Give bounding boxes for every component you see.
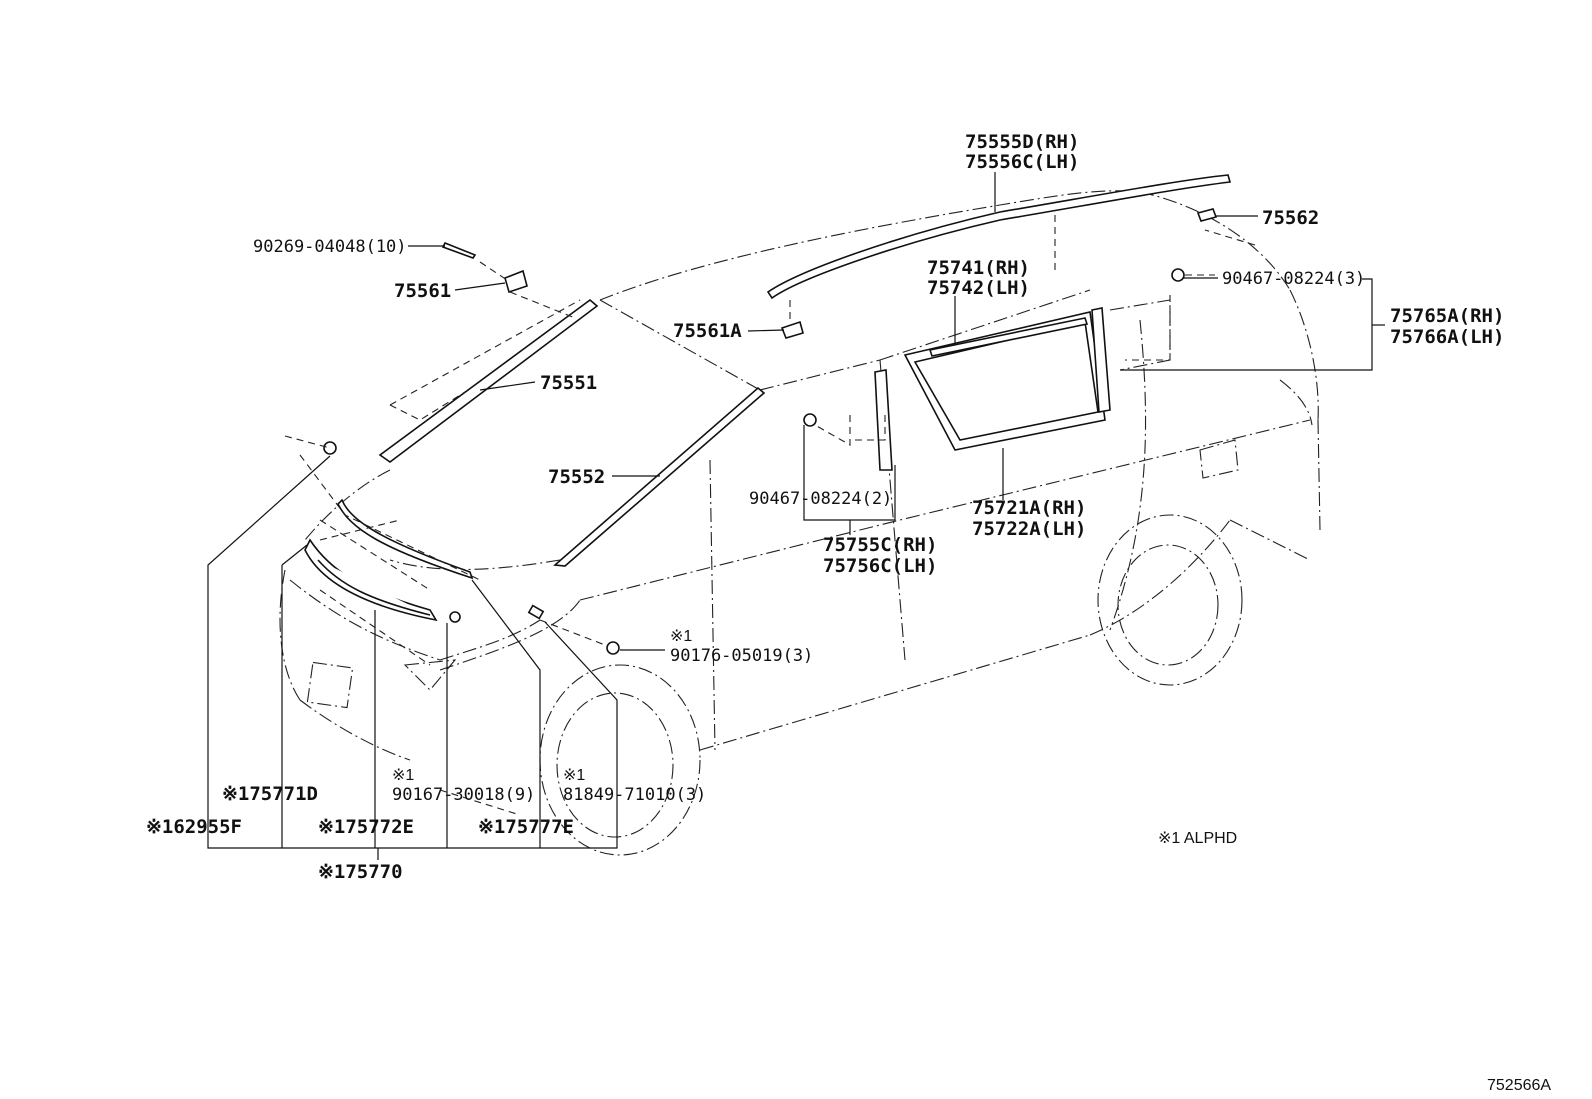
footnote-alphd: ※1 ALPHD — [1158, 830, 1237, 847]
label-90176-note: ※1 — [670, 628, 692, 645]
label-81849: 81849-71010(3) — [563, 785, 706, 805]
label-75741: 75741(RH) — [927, 257, 1030, 279]
label-75772e: ※175772E — [318, 816, 414, 838]
label-75721a: 75721A(RH) — [972, 497, 1086, 519]
label-90167-note: ※1 — [392, 767, 414, 784]
label-75561: 75561 — [394, 280, 451, 302]
label-75770: ※175770 — [318, 861, 403, 883]
b-pillar-garnish — [874, 369, 893, 471]
label-75766a: 75766A(LH) — [1390, 326, 1504, 348]
label-75555d: 75555D(RH) — [965, 131, 1079, 153]
label-75756c: 75756C(LH) — [823, 555, 937, 577]
label-90467-rear: 90467-08224(3) — [1222, 269, 1365, 289]
vehicle-body-outline — [279, 190, 1321, 761]
label-75755c: 75755C(RH) — [823, 534, 937, 556]
label-75552: 75552 — [548, 466, 605, 488]
guide-lines — [284, 215, 1256, 816]
rear-wheel — [1097, 514, 1243, 686]
label-90269: 90269-04048(10) — [253, 237, 407, 257]
label-81849-note: ※1 — [563, 767, 585, 784]
diagram-id: 752566A — [1487, 1077, 1551, 1094]
label-90467-mid: 90467-08224(2) — [749, 489, 892, 509]
label-90167: 90167-30018(9) — [392, 785, 535, 805]
windshield-moulding-upper — [378, 298, 599, 463]
label-75562: 75562 — [1262, 207, 1319, 229]
label-62955f: ※162955F — [146, 816, 242, 838]
label-75742: 75742(LH) — [927, 277, 1030, 299]
label-75722a: 75722A(LH) — [972, 518, 1086, 540]
label-75556c: 75556C(LH) — [965, 151, 1079, 173]
label-75765a: 75765A(RH) — [1390, 305, 1504, 327]
rear-glass-moulding — [928, 317, 1089, 357]
c-pillar-garnish — [1091, 307, 1111, 413]
part-labels: 75555D(RH) 75556C(LH) 75562 90467-08224(… — [146, 131, 1551, 1094]
leader-lines — [207, 172, 1385, 860]
windshield-moulding-side — [553, 386, 766, 567]
front-grille — [304, 538, 438, 622]
label-75561a: 75561A — [673, 320, 742, 342]
label-75551: 75551 — [540, 372, 597, 394]
roof-drip-moulding — [766, 174, 1232, 300]
label-75771d: ※175771D — [222, 783, 318, 805]
clip-fasteners — [323, 208, 1218, 655]
label-90176: 90176-05019(3) — [670, 646, 813, 666]
hood-moulding — [337, 498, 474, 580]
label-75777e: ※175777E — [478, 816, 574, 838]
